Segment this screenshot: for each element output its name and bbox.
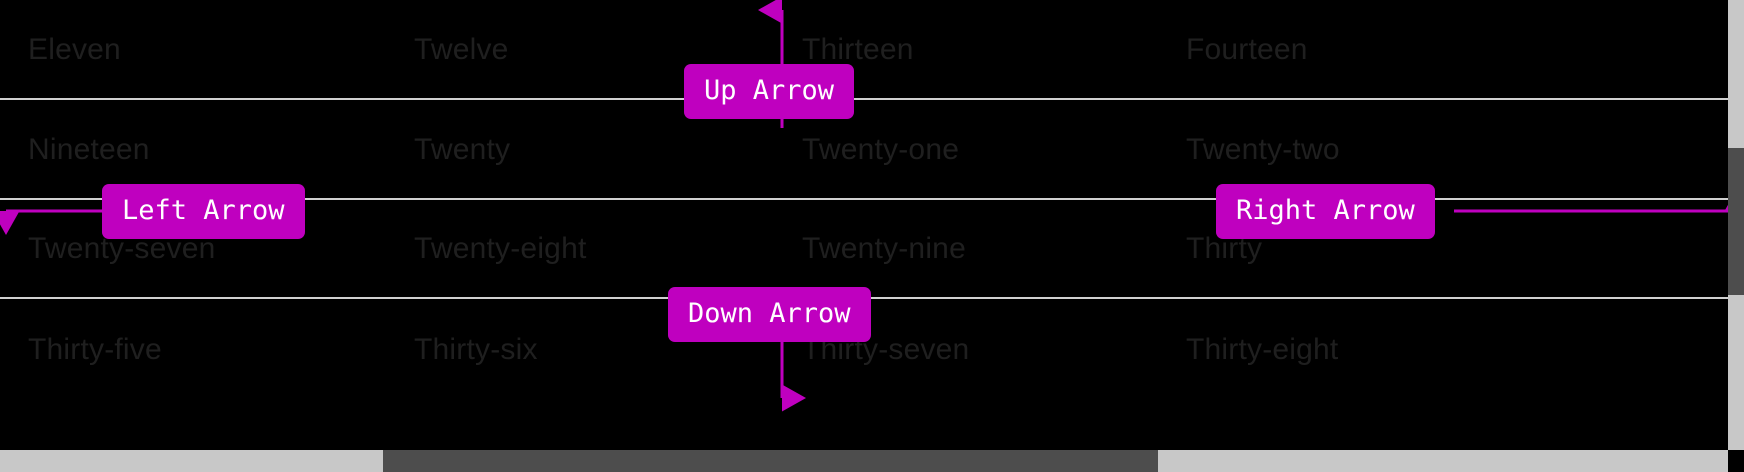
- horizontal-scrollbar[interactable]: [0, 450, 1728, 472]
- table-row: Nineteen Twenty Twenty-one Twenty-two: [0, 100, 1728, 200]
- grid-cell: Thirteen: [802, 33, 914, 66]
- grid-cell: Thirty-five: [28, 333, 162, 366]
- left-arrow-badge[interactable]: Left Arrow: [102, 184, 305, 239]
- grid-cell: Twenty-two: [1186, 133, 1340, 166]
- grid-cell: Twelve: [414, 33, 509, 66]
- grid-cell: Twenty: [414, 133, 511, 166]
- horizontal-scrollbar-thumb[interactable]: [383, 450, 1158, 472]
- vertical-scrollbar-thumb[interactable]: [1728, 148, 1744, 295]
- table-row: Thirty-five Thirty-six Thirty-seven Thir…: [0, 300, 1728, 400]
- grid-cell: Nineteen: [28, 133, 150, 166]
- right-arrow-badge[interactable]: Right Arrow: [1216, 184, 1435, 239]
- up-arrow-badge[interactable]: Up Arrow: [684, 64, 855, 119]
- grid-cell: Thirty-six: [414, 333, 538, 366]
- grid-cell: Twenty-eight: [414, 232, 587, 265]
- grid-cell: Thirty-eight: [1186, 333, 1339, 366]
- grid-cell: Twenty-nine: [802, 232, 966, 265]
- scrollbar-corner: [1728, 450, 1744, 472]
- grid-cell: Eleven: [28, 33, 121, 66]
- down-arrow-badge[interactable]: Down Arrow: [668, 287, 871, 342]
- grid-cell: Fourteen: [1186, 33, 1308, 66]
- grid-cell: Twenty-one: [802, 133, 960, 166]
- vertical-scrollbar[interactable]: [1728, 0, 1744, 450]
- table-row: Eleven Twelve Thirteen Fourteen: [0, 0, 1728, 100]
